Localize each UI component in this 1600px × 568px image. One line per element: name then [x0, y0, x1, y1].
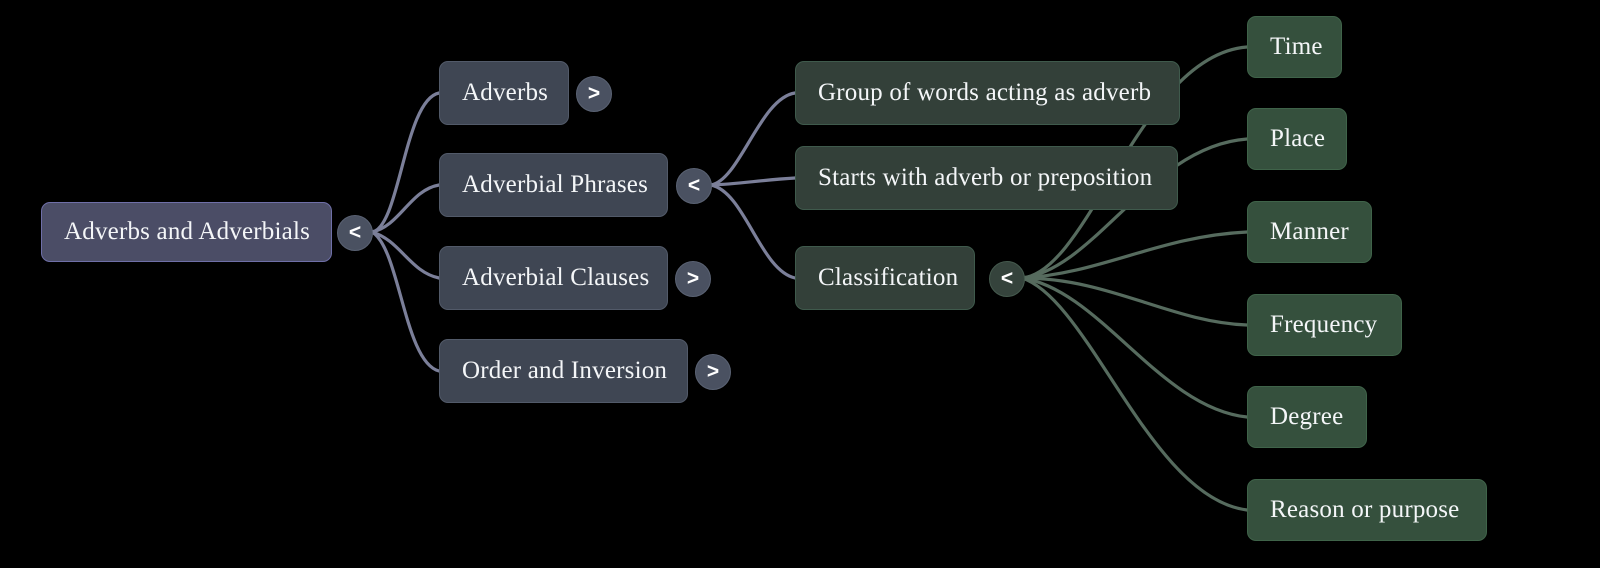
detail-node-label: Classification	[818, 264, 959, 292]
leaf-node-label: Place	[1270, 125, 1326, 153]
edge-classification-3	[1020, 276, 1249, 327]
leaf-node-reason-or-purpose[interactable]: Reason or purpose	[1247, 479, 1487, 541]
leaf-node-label: Time	[1270, 33, 1323, 61]
leaf-node-degree[interactable]: Degree	[1247, 386, 1367, 448]
edge-root-3	[370, 230, 441, 373]
leaf-node-manner[interactable]: Manner	[1247, 201, 1372, 263]
branch-node-label: Adverbs	[462, 79, 549, 107]
branch-node-adverbial-phrases[interactable]: Adverbial Phrases	[439, 153, 668, 217]
edge-root-0	[370, 91, 441, 234]
edge-classification-5	[1020, 276, 1249, 512]
branch-node-order-and-inversion[interactable]: Order and Inversion	[439, 339, 688, 403]
branch-node-label: Adverbial Phrases	[462, 171, 648, 199]
leaf-node-frequency[interactable]: Frequency	[1247, 294, 1402, 356]
leaf-node-time[interactable]: Time	[1247, 16, 1342, 78]
edge-phrases-1	[709, 176, 797, 187]
detail-node-label: Group of words acting as adverb	[818, 79, 1152, 107]
purple-edge-group	[370, 91, 797, 373]
leaf-node-label: Reason or purpose	[1270, 496, 1460, 524]
edge-phrases-2	[709, 183, 797, 280]
toggle-order-inversion-expand-icon[interactable]: >	[695, 354, 731, 390]
edge-classification-4	[1020, 276, 1249, 419]
edge-phrases-0	[709, 91, 797, 187]
branch-node-label: Order and Inversion	[462, 357, 668, 385]
branch-node-label: Adverbial Clauses	[462, 264, 650, 292]
toggle-adverbial-phrases-collapse-icon[interactable]: <	[676, 168, 712, 204]
toggle-root-collapse-icon[interactable]: <	[337, 215, 373, 251]
detail-node-starts-with-adverb-or-preposition[interactable]: Starts with adverb or preposition	[795, 146, 1178, 210]
leaf-node-place[interactable]: Place	[1247, 108, 1347, 170]
detail-node-label: Starts with adverb or preposition	[818, 164, 1153, 192]
edge-root-1	[370, 183, 441, 234]
leaf-node-label: Degree	[1270, 403, 1344, 431]
leaf-node-label: Frequency	[1270, 311, 1378, 339]
toggle-adverbial-clauses-expand-icon[interactable]: >	[675, 261, 711, 297]
branch-node-adverbial-clauses[interactable]: Adverbial Clauses	[439, 246, 668, 310]
edge-root-2	[370, 230, 441, 280]
toggle-classification-collapse-icon[interactable]: <	[989, 261, 1025, 297]
leaf-node-label: Manner	[1270, 218, 1349, 246]
detail-node-classification[interactable]: Classification	[795, 246, 975, 310]
root-node-label: Adverbs and Adverbials	[64, 218, 311, 246]
edge-classification-2	[1020, 230, 1249, 280]
root-node[interactable]: Adverbs and Adverbials	[41, 202, 332, 262]
detail-node-group-of-words-acting-as-adverb[interactable]: Group of words acting as adverb	[795, 61, 1180, 125]
branch-node-adverbs[interactable]: Adverbs	[439, 61, 569, 125]
toggle-adverbs-expand-icon[interactable]: >	[576, 76, 612, 112]
